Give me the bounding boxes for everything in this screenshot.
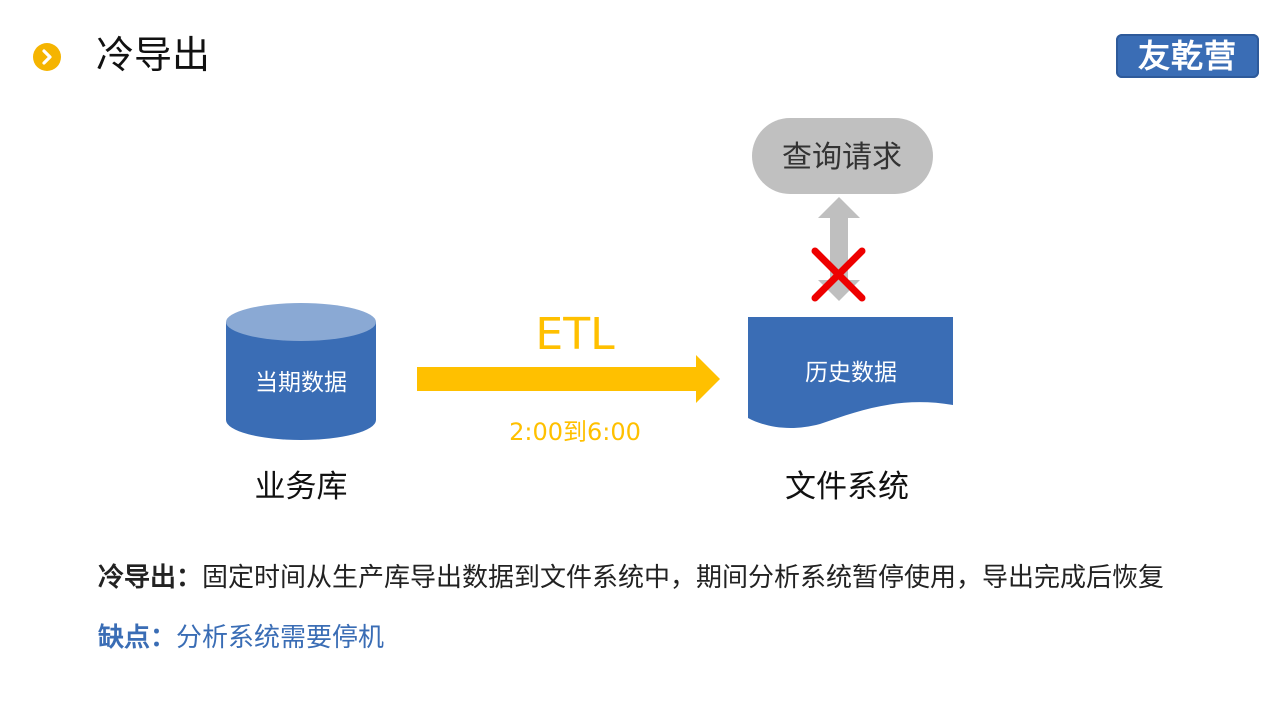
database-cylinder-icon <box>226 303 376 440</box>
source-label: 当期数据 <box>255 370 347 396</box>
cross-icon <box>811 247 866 302</box>
cold-export-label: 冷导出： <box>98 563 203 593</box>
cold-export-text: 固定时间从生产库导出数据到文件系统中，期间分析系统暂停使用，导出完成后恢复 <box>202 563 1165 593</box>
time-window-label: 2:00到6:00 <box>509 418 641 446</box>
etl-label: ETL <box>535 309 615 360</box>
query-request-bubble <box>752 118 933 194</box>
query-label: 查询请求 <box>782 140 902 175</box>
chevron-right-icon <box>33 43 61 71</box>
double-arrow-icon <box>818 197 860 301</box>
document-wave-icon <box>748 317 953 429</box>
drawback-text: 分析系统需要停机 <box>176 623 385 653</box>
source-caption: 业务库 <box>255 469 348 505</box>
brand-logo: 友乾营 <box>1116 34 1259 78</box>
page-title: 冷导出 <box>96 33 211 77</box>
target-caption: 文件系统 <box>785 469 909 505</box>
cold-export-description: 冷导出：固定时间从生产库导出数据到文件系统中，期间分析系统暂停使用，导出完成后恢… <box>98 561 1164 595</box>
etl-arrow-icon <box>417 355 720 403</box>
drawback-description: 缺点：分析系统需要停机 <box>98 621 384 655</box>
drawback-label: 缺点： <box>98 623 177 653</box>
target-label: 历史数据 <box>805 360 897 386</box>
